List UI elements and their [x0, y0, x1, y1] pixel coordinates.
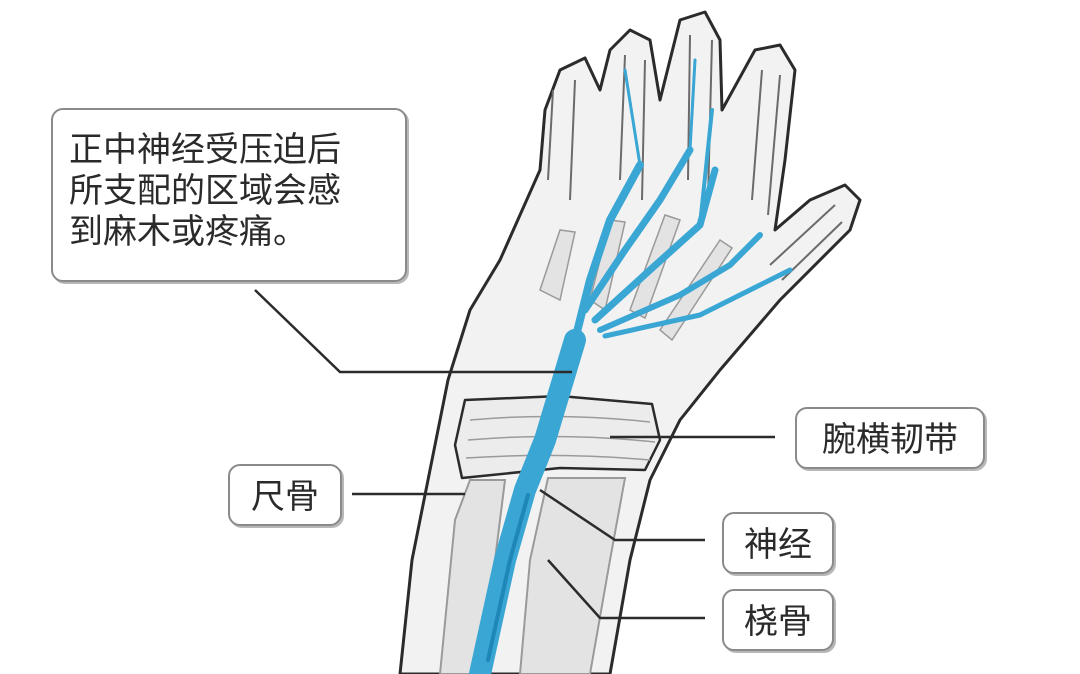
median-nerve-highlight	[486, 493, 530, 662]
ligament-label: 腕横韧带	[795, 407, 985, 469]
nerve-branch	[688, 58, 697, 152]
ulna-label: 尺骨	[228, 464, 342, 526]
nerve-branch	[597, 232, 763, 333]
metacarpal-bone	[659, 238, 734, 342]
radius-leader-line	[547, 559, 705, 620]
finger-contour	[547, 79, 576, 201]
note-line: 所支配的区域会感	[69, 171, 341, 211]
nerve-branch	[623, 68, 642, 167]
radius-bone	[518, 477, 627, 674]
median-nerve-trunk	[469, 329, 586, 674]
nerve-branch	[581, 146, 694, 314]
nerve-leader-line	[539, 488, 705, 542]
finger-contour	[619, 54, 646, 201]
ulna-bone	[438, 479, 507, 674]
nerve-label: 神经	[722, 512, 834, 574]
nerve-branch	[602, 267, 793, 339]
finger-contour	[751, 69, 781, 216]
radius-label: 桡骨	[722, 589, 834, 651]
nerve-branch	[698, 108, 714, 227]
ligament-fiber	[465, 454, 651, 461]
nerve-branch	[591, 166, 719, 324]
metacarpal-bone	[539, 229, 576, 302]
note-line: 到麻木或疼痛。	[69, 212, 307, 252]
note-leader-line	[254, 289, 572, 374]
ligament-fiber	[467, 435, 656, 443]
note-line: 正中神经受压迫后	[69, 130, 341, 170]
compression-note-callout: 正中神经受压迫后 所支配的区域会感 到麻木或疼痛。	[51, 108, 407, 282]
